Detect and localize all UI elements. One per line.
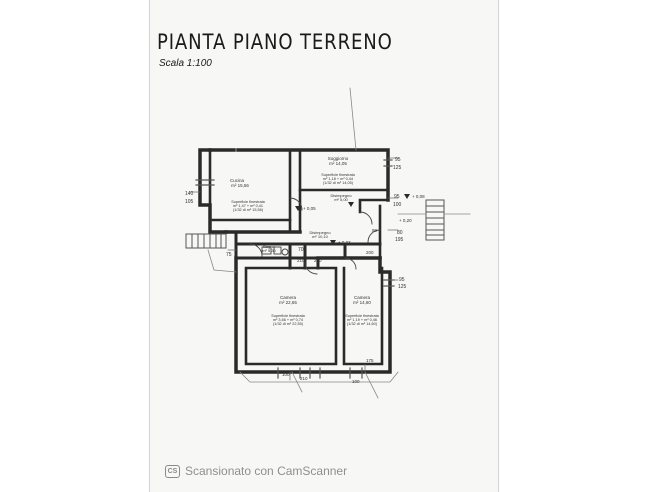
bagno-area: m² 5,30: [262, 248, 276, 253]
soggiorno-name: Soggiorno: [328, 156, 349, 161]
lower-block-walls: [234, 256, 392, 374]
dim-label: 95: [395, 157, 401, 163]
camera-1-sup-value: m² 3,66 + m² 0,74: [273, 318, 303, 322]
camera-1-area: m² 22,65: [279, 300, 297, 305]
dim-label: 95: [399, 277, 405, 283]
dim-label: 80: [397, 230, 403, 236]
camera-2-sup-label: Superficie finestrata: [345, 314, 379, 318]
dim-label: 140: [185, 191, 194, 197]
dim-label: 80: [372, 228, 378, 233]
cucina-area: m² 15,56: [231, 183, 249, 188]
dim-label: 125: [398, 284, 407, 290]
cucina-sup-label: Superficie finestrata: [231, 200, 265, 204]
dim-label: 210: [297, 258, 305, 263]
disimpegno-1-area: m² 5,00: [334, 197, 348, 202]
dim-label: 95: [394, 194, 400, 200]
dim-label: 200: [366, 250, 374, 255]
soggiorno-area: m² 14,05: [329, 161, 347, 166]
dim-label: 175: [366, 358, 374, 363]
soggiorno-sup-ratio: (1/32 di m² 14,05): [323, 181, 354, 185]
level-label: + 0,05: [303, 206, 316, 211]
dim-label: 70: [298, 247, 304, 253]
cucina-sup-ratio: (1/32 di m² 15,56): [233, 208, 264, 212]
soggiorno-sup-label: Superficie finestrata: [321, 173, 355, 177]
dim-label: 100: [282, 372, 290, 377]
level-label: + 0,20: [399, 218, 412, 223]
camera-2-sup-ratio: (1/32 di m² 14,60): [347, 322, 378, 326]
camera-1-sup-label: Superficie finestrata: [271, 314, 305, 318]
camera-1-name: Camera: [280, 295, 297, 300]
lower-block-inner-walls: [244, 266, 384, 366]
dim-label: 100: [352, 379, 360, 384]
dim-label: 100: [393, 202, 402, 208]
disimpegno-2-area: m² 10,10: [312, 234, 329, 239]
upper-block-walls: [198, 148, 390, 234]
disimpegno-2-name: Disimpegno: [309, 230, 331, 235]
level-label: + 0,03: [338, 240, 351, 245]
level-markers: [295, 194, 410, 245]
dim-label: 125: [393, 165, 402, 171]
dimension-ticks: [189, 157, 399, 381]
camera-2-sup-value: m² 1,19 + m² 0,46: [347, 318, 377, 322]
bagno-name: Bagno: [263, 244, 275, 249]
soggiorno-sup-value: m² 1,18 + m² 0,44: [323, 177, 353, 181]
disimpegno-1-name: Disimpegno: [330, 193, 352, 198]
door-swings: [249, 197, 381, 275]
camscanner-watermark: CS Scansionato con CamScanner: [165, 464, 347, 478]
drawing-sheet: [149, 0, 499, 492]
window-marks: [195, 159, 395, 379]
stairs-left: [185, 233, 227, 249]
cucina-sup-value: m² 1,47 + m² 0,41: [233, 204, 263, 208]
plan-title: PIANTA PIANO TERRENO: [157, 30, 393, 54]
bagno-fixtures: [261, 246, 289, 256]
camscanner-logo-icon: CS: [165, 464, 180, 478]
level-label: + 0,08: [412, 194, 425, 199]
dim-label: 105: [185, 199, 194, 205]
stairs-right: [425, 199, 445, 241]
camera-1-sup-ratio: (1/32 di m² 22,55): [273, 322, 304, 326]
dim-label: 75: [226, 252, 232, 258]
plan-scale: Scala 1:100: [159, 58, 212, 69]
dim-label: 195: [395, 237, 404, 243]
terrain-lines: [207, 87, 471, 399]
camera-2-area: m² 14,60: [353, 300, 371, 305]
dim-label: 210: [300, 376, 308, 381]
watermark-text: Scansionato con CamScanner: [185, 464, 348, 478]
upper-block-inner-walls: [208, 148, 390, 260]
camera-2-name: Camera: [354, 295, 371, 300]
cucina-name: Cucina: [230, 178, 245, 183]
dim-label: 200: [314, 258, 322, 263]
